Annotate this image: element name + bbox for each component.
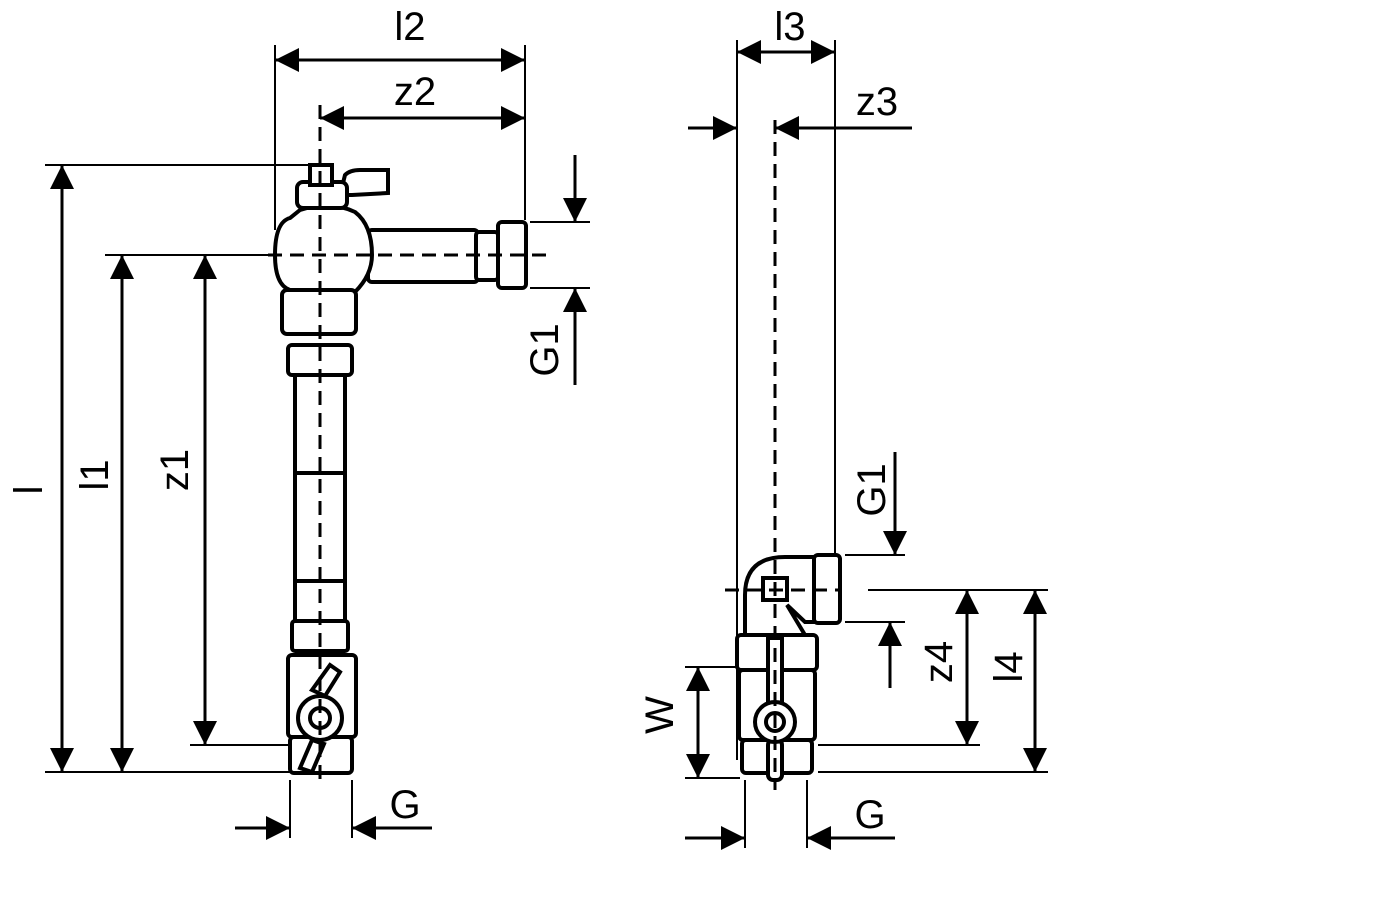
label-l4: l4 — [987, 651, 1031, 682]
label-g: G — [389, 783, 420, 827]
label-g1-right: G1 — [850, 463, 894, 516]
label-l: l — [7, 486, 51, 495]
label-z4: z4 — [917, 641, 961, 683]
label-g-right: G — [854, 793, 885, 837]
label-z2: z2 — [394, 70, 436, 114]
right-assembly: l3 z3 G1 z4 l4 W G — [638, 5, 1048, 850]
label-w: W — [638, 696, 682, 734]
label-g1: G1 — [523, 323, 567, 376]
left-assembly: l2 z2 l l1 z1 G1 G — [7, 5, 590, 840]
elbow-valve-assembly — [725, 120, 842, 790]
label-l1: l1 — [73, 459, 117, 490]
label-l2: l2 — [394, 5, 425, 49]
label-z3: z3 — [856, 80, 898, 124]
label-l3: l3 — [774, 5, 805, 49]
label-z1: z1 — [153, 449, 197, 491]
angle-valve-assembly — [268, 105, 548, 780]
